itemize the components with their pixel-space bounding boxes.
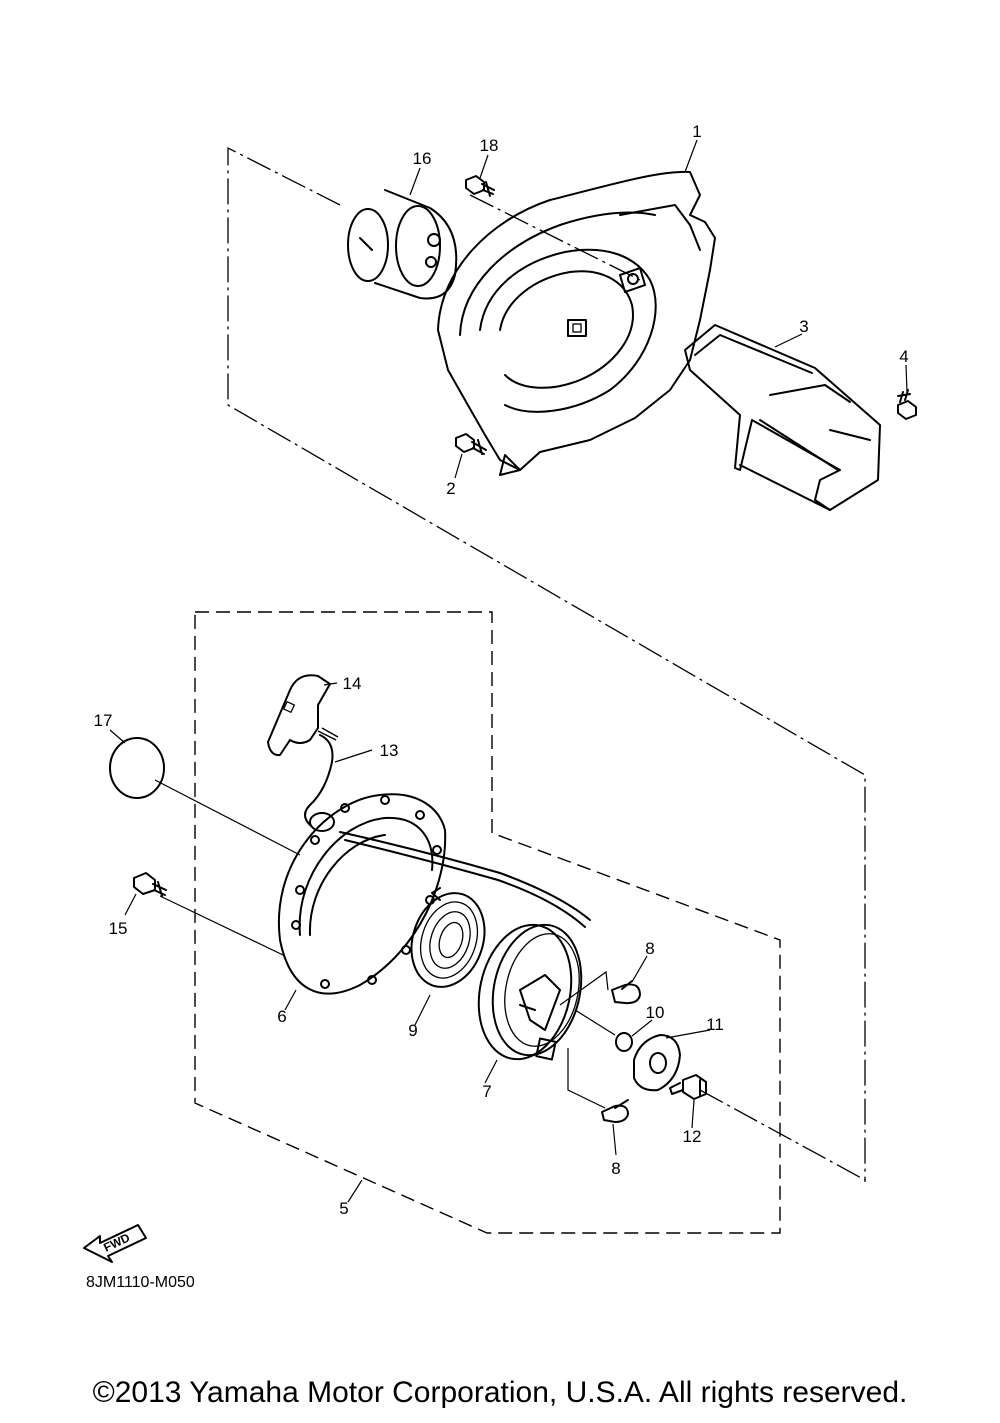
callout-16: 16 — [413, 149, 432, 168]
callout-13: 13 — [380, 741, 399, 760]
recoil-starter-assembly-box — [194, 611, 781, 1234]
callout-11: 11 — [706, 1015, 724, 1034]
part-14-starter-handle — [267, 674, 331, 757]
callout-8-lower: 8 — [611, 1159, 620, 1178]
assembly-boundary-line — [227, 146, 866, 1182]
pawl-guide-upper — [559, 970, 609, 1006]
leader-lines — [109, 139, 908, 1203]
callout-4: 4 — [899, 347, 908, 366]
callout-10: 10 — [646, 1003, 665, 1022]
part-18-bolt — [465, 175, 495, 197]
part-4-bolt — [897, 389, 917, 420]
part-3-air-duct — [684, 324, 881, 511]
axis-line-lower — [699, 1089, 866, 1181]
part-17-label-disc — [109, 737, 165, 799]
part-16-cap — [347, 189, 458, 300]
part-6-starter-case — [277, 793, 447, 995]
part-10-clip — [615, 1032, 633, 1052]
part-1-fan-housing — [437, 170, 716, 476]
callout-8-upper: 8 — [645, 939, 654, 958]
callout-3: 3 — [799, 317, 808, 336]
callout-9: 9 — [408, 1021, 417, 1040]
callout-1: 1 — [692, 122, 701, 141]
part-8-pawl-lower — [601, 1099, 629, 1123]
fwd-arrow-icon: FWD — [83, 1224, 147, 1263]
part-13-starter-rope — [304, 727, 591, 928]
part-8-pawl-upper — [611, 980, 641, 1005]
callout-14: 14 — [343, 674, 362, 693]
part-12-screw — [669, 1074, 707, 1100]
axis-line-pulley — [574, 1009, 616, 1036]
part-9-spiral-spring — [410, 887, 486, 988]
part-11-drive-plate — [633, 1034, 681, 1092]
callout-15: 15 — [109, 919, 128, 938]
callout-2: 2 — [446, 479, 455, 498]
callout-7: 7 — [482, 1082, 491, 1101]
pawl-guide-lower — [567, 1048, 606, 1109]
axis-line-disc — [154, 779, 301, 856]
callout-17: 17 — [94, 711, 113, 730]
axis-line-cover — [469, 194, 641, 281]
callout-18: 18 — [480, 136, 499, 155]
axis-line-screw — [159, 895, 284, 956]
callout-6: 6 — [277, 1007, 286, 1026]
copyright-notice: ©2013 Yamaha Motor Corporation, U.S.A. A… — [92, 1376, 908, 1409]
callout-5: 5 — [339, 1199, 348, 1218]
drawing-code: 8JM1110-M050 — [86, 1274, 195, 1291]
part-7-rope-pulley — [477, 923, 583, 1061]
callout-12: 12 — [683, 1127, 702, 1146]
part-15-screw — [133, 872, 167, 897]
part-2-bolt — [455, 433, 487, 455]
